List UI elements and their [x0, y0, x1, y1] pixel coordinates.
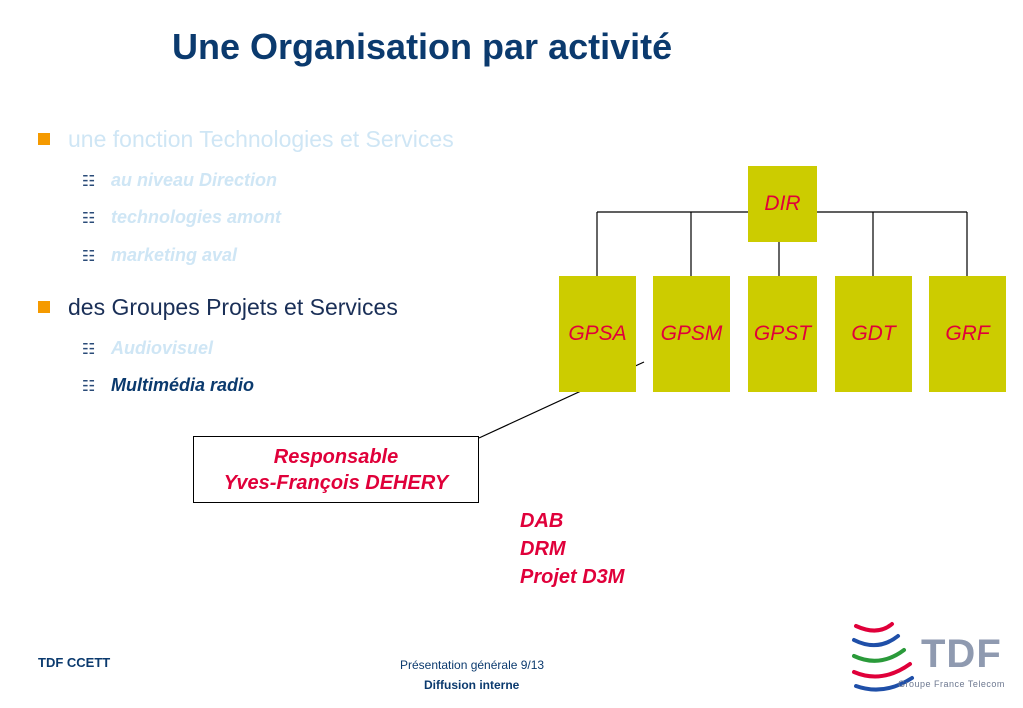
bullet-2-sub-2: Multimédia radio: [111, 375, 255, 395]
page-title: Une Organisation par activité: [172, 26, 673, 67]
tdf-logo-text: TDF: [921, 632, 1002, 676]
sub-bullet-icon: ☷: [82, 340, 96, 358]
responsable-label: Responsable: [273, 446, 399, 468]
bullet-1-text: une fonction Technologies et Services: [68, 126, 454, 152]
sub-bullet-icon: ☷: [82, 172, 96, 190]
bullet-1-sub-1: au niveau Direction: [111, 170, 278, 190]
org-box-label: GPST: [753, 322, 812, 345]
footer-org: TDF CCETT: [38, 655, 111, 670]
org-box-gdt: GDT: [835, 276, 912, 392]
org-box-gpsa: GPSA: [559, 276, 636, 392]
project-item: Projet D3M: [520, 566, 625, 588]
org-box-label: GPSA: [568, 322, 627, 345]
bullet-1-sub-2: technologies amont: [111, 207, 282, 227]
footer-page-info: Présentation générale 9/13: [400, 658, 545, 672]
sub-bullet-icon: ☷: [82, 209, 96, 227]
sub-bullet-icon: ☷: [82, 377, 96, 395]
bullet-square-icon: [38, 301, 50, 313]
project-item: DRM: [520, 538, 566, 560]
footer-distribution: Diffusion interne: [424, 678, 520, 692]
project-item: DAB: [520, 510, 564, 532]
bullet-2-sub-1: Audiovisuel: [111, 338, 214, 358]
responsable-name: Yves-François DEHERY: [223, 472, 449, 494]
org-box-label: GDT: [851, 322, 896, 345]
org-box-dir: DIR: [748, 166, 817, 242]
org-box-gpsm: GPSM: [653, 276, 730, 392]
tdf-logo-waves-icon: [852, 622, 914, 692]
org-box-dir-label: DIR: [764, 192, 801, 215]
bullet-1-sub-3: marketing aval: [111, 245, 238, 265]
sub-bullet-icon: ☷: [82, 247, 96, 265]
org-box-label: GPSM: [660, 322, 723, 345]
org-box-label: GRF: [945, 322, 990, 345]
responsable-box: Responsable Yves-François DEHERY: [193, 436, 479, 503]
org-box-grf: GRF: [929, 276, 1006, 392]
tdf-logo-subtitle: Groupe France Telecom: [898, 679, 1005, 689]
bullet-2-text: des Groupes Projets et Services: [68, 294, 398, 320]
bullet-square-icon: [38, 133, 50, 145]
projects-list: DAB DRM Projet D3M: [520, 507, 624, 591]
org-box-gpst: GPST: [748, 276, 817, 392]
